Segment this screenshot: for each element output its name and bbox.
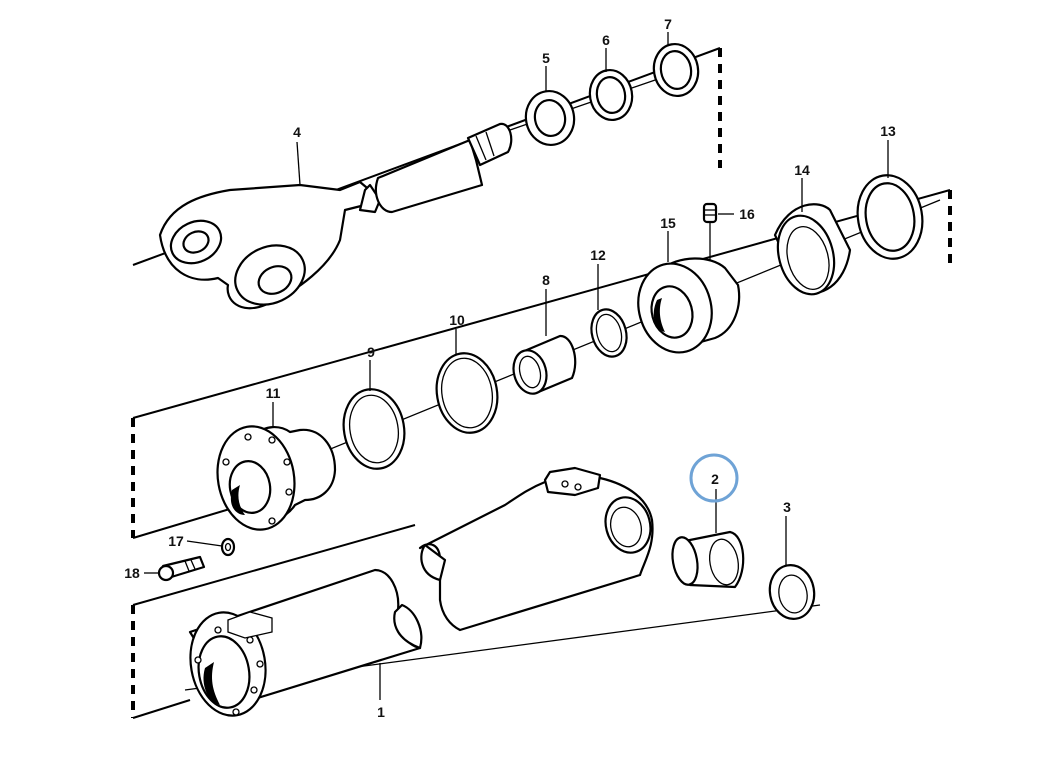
- callout-13: 13: [880, 123, 896, 139]
- o-ring-part: [342, 388, 406, 470]
- callout-6: 6: [602, 32, 610, 48]
- washer-part: [220, 537, 236, 557]
- leader-lines: [144, 32, 889, 700]
- callout-18: 18: [124, 565, 140, 581]
- callout-17: 17: [168, 533, 184, 549]
- screw-part: [157, 555, 206, 582]
- callout-5: 5: [542, 50, 550, 66]
- piston-part: [637, 257, 741, 354]
- callout-14: 14: [794, 162, 810, 178]
- callout-11: 11: [266, 385, 281, 401]
- wiper-ring-part: [588, 69, 634, 121]
- rod-seal-part: [524, 89, 576, 147]
- cylinder-tube-part: [188, 466, 654, 717]
- callout-10: 10: [449, 312, 465, 328]
- highlight-circle: [689, 453, 739, 503]
- callout-16: 16: [739, 206, 755, 222]
- callout-9: 9: [367, 344, 375, 360]
- callout-3: 3: [783, 499, 791, 515]
- callout-2[interactable]: 2: [711, 471, 719, 487]
- o-ring-large-part: [435, 352, 499, 434]
- callout-12: 12: [590, 247, 606, 263]
- grease-nipple-part: [702, 202, 718, 260]
- seal-ring-part: [768, 564, 816, 620]
- o-ring-small-part: [590, 308, 628, 358]
- callout-1: 1: [377, 704, 385, 720]
- scraper-ring-part: [652, 43, 700, 97]
- callout-7: 7: [664, 16, 672, 32]
- bushing-part: [512, 334, 577, 395]
- callout-8: 8: [542, 272, 550, 288]
- piston-rod-part: [158, 122, 513, 310]
- guide-sleeve-part: [773, 203, 852, 296]
- callout-4: 4: [293, 124, 301, 140]
- callout-15: 15: [660, 215, 676, 231]
- bearing-bushing-part: [671, 530, 745, 589]
- group-frame-cylinder: [131, 524, 416, 719]
- callout-labels: 1 2 3 4 5 6 7 8 9 10 11 12 13 14 15 16 1…: [124, 16, 896, 720]
- support-ring-part: [856, 174, 924, 260]
- cylinder-head-part: [216, 425, 337, 531]
